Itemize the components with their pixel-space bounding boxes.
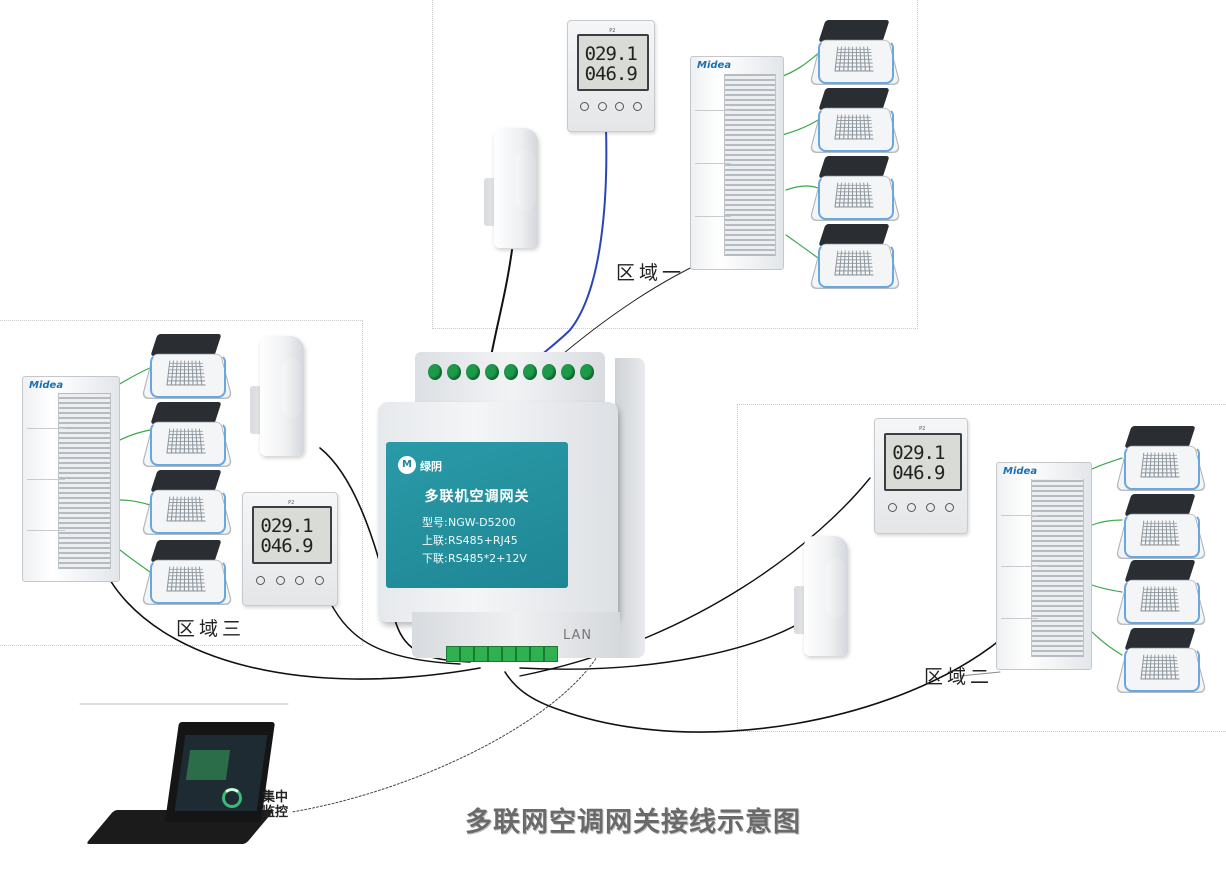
- wire-thermostat-zone3: [329, 601, 461, 665]
- bottom-terminal: [516, 646, 530, 662]
- thermostat-zone3: P2 029.1 046.9: [242, 492, 338, 606]
- temperature-reading: 029.1: [584, 43, 638, 66]
- thermostat-buttons: [580, 102, 642, 112]
- bottom-terminal: [460, 646, 474, 662]
- midea-logo: Midea: [697, 60, 732, 71]
- thermostat-display: 029.1 046.9: [576, 34, 650, 91]
- terminal-screw: [428, 364, 442, 380]
- bottom-terminal: [474, 646, 488, 662]
- cassette-unit: [809, 88, 901, 154]
- terminal-screw: [561, 364, 575, 380]
- thermostat-zone2: P2 029.1 046.9: [874, 418, 968, 534]
- cassette-unit: [141, 470, 233, 536]
- terminal-screw: [580, 364, 594, 380]
- wire-pir-zone2: [519, 617, 809, 670]
- cassette-unit: [141, 334, 233, 400]
- diagram-title: 多联网空调网关接线示意图: [465, 807, 801, 838]
- gateway-spec-row: 上联:RS485+RJ45: [422, 534, 518, 547]
- lan-port-label: LAN: [563, 628, 593, 643]
- bottom-terminal: [446, 646, 460, 662]
- pir-sensor-zone3: [250, 336, 304, 456]
- gateway-spec-row: 下联:RS485*2+12V: [422, 552, 527, 565]
- outdoor-unit-zone1: Midea: [690, 56, 784, 270]
- terminal-screw: [504, 364, 518, 380]
- bottom-terminal: [544, 646, 558, 662]
- wire-odu-zone3: [109, 579, 481, 680]
- gateway-front-panel: M 绿阴 多联机空调网关 型号:NGW-D5200 上联:RS485+RJ45 …: [386, 442, 568, 588]
- zone-frame-1: [432, 0, 918, 329]
- cassette-unit: [1115, 628, 1207, 694]
- cassette-unit: [809, 224, 901, 290]
- thermostat-display: 029.1 046.9: [884, 432, 962, 492]
- zone-label-2: 区域二: [924, 666, 994, 688]
- wire-thermostat-zone2: [519, 477, 871, 677]
- cassette-unit: [809, 156, 901, 222]
- central-monitor-label: 集中 监控: [262, 790, 289, 820]
- terminal-screw: [466, 364, 480, 380]
- terminal-screw: [447, 364, 461, 380]
- cassette-unit: [1115, 560, 1207, 626]
- brand-logo-icon: M: [398, 456, 416, 474]
- gateway-side: [615, 358, 645, 658]
- cassette-unit: [141, 402, 233, 468]
- pir-sensor-zone2: [794, 536, 848, 656]
- zone-frame-3: [0, 320, 363, 646]
- gateway-top-block: [415, 352, 605, 408]
- gateway-brand: 绿阴: [420, 460, 442, 473]
- dashboard-panel: [185, 750, 231, 780]
- thermostat-zone1: P2 029.1 046.9: [567, 20, 655, 132]
- terminal-screw: [485, 364, 499, 380]
- humidity-reading: 046.9: [892, 461, 945, 484]
- terminal-screw: [542, 364, 556, 380]
- zone-frame-2: [737, 404, 1226, 732]
- humidity-reading: 046.9: [260, 535, 313, 558]
- cassette-unit: [141, 540, 233, 606]
- temperature-reading: 029.1: [260, 515, 313, 538]
- wire-lan: [291, 651, 601, 813]
- thermostat-display: 029.1 046.9: [252, 506, 332, 565]
- wire-odu-zone2: [504, 639, 1001, 733]
- midea-logo: Midea: [29, 380, 64, 391]
- cassette-unit: [1115, 426, 1207, 492]
- bottom-terminal: [488, 646, 502, 662]
- pir-sensor-zone1: [484, 128, 538, 248]
- zone-label-1: 区域一: [616, 262, 686, 284]
- midea-logo: Midea: [1003, 466, 1038, 477]
- thermostat-mode-label: P2: [609, 27, 616, 34]
- outdoor-unit-zone2: Midea: [996, 462, 1092, 670]
- cassette-unit: [809, 20, 901, 86]
- humidity-reading: 046.9: [584, 63, 638, 86]
- zone-label-3: 区域三: [176, 618, 246, 640]
- outdoor-unit-zone3: Midea: [22, 376, 120, 582]
- gateway-spec-row: 型号:NGW-D5200: [422, 516, 516, 529]
- temperature-reading: 029.1: [892, 441, 945, 464]
- bottom-terminal: [502, 646, 516, 662]
- gateway-name: 多联机空调网关: [424, 489, 530, 505]
- cassette-unit: [1115, 494, 1207, 560]
- dashboard-gauge-icon: [222, 788, 242, 808]
- terminal-screw: [523, 364, 537, 380]
- bottom-terminal: [530, 646, 544, 662]
